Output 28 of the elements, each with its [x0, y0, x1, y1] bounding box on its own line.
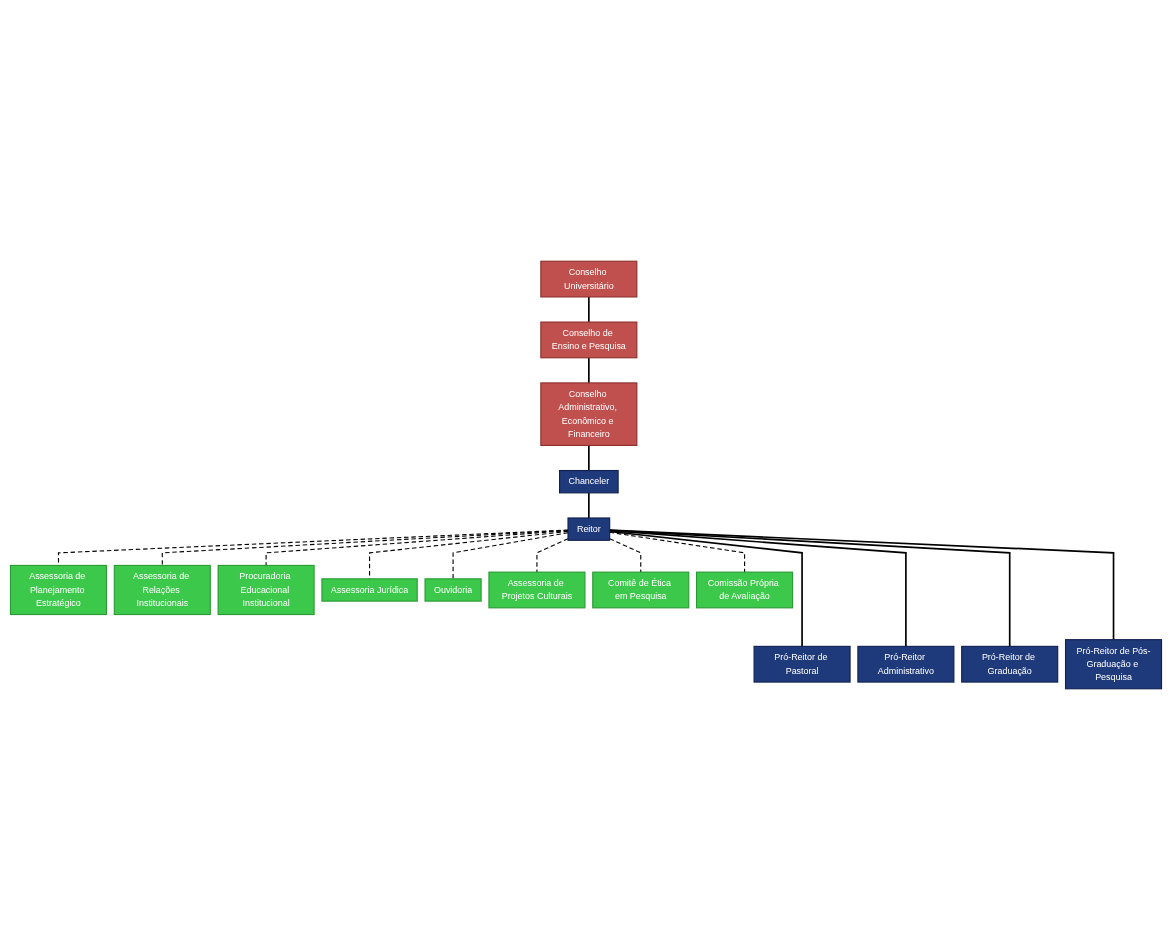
node-box: Assessoria de Projetos Culturais — [488, 571, 586, 608]
connector — [608, 529, 1011, 647]
node-box: Procuradoria Educacional Institucional — [217, 564, 315, 615]
node-box: Pró-Reitor de Pastoral — [753, 645, 851, 683]
node-box: Pró-Reitor de Pós-Graduação e Pesquisa — [1064, 638, 1163, 689]
node-box: Comissão Própria de Avaliação — [696, 571, 794, 608]
connector — [588, 295, 590, 323]
connector — [588, 491, 590, 519]
connector — [161, 529, 569, 566]
connector — [588, 356, 590, 384]
node-box: Pró-Reitor Administrativo — [857, 645, 955, 683]
connector — [369, 530, 569, 579]
node-box: Conselho Administrativo, Econômico e Financeiro — [540, 381, 638, 446]
node-box: Reitor — [567, 516, 611, 541]
node-box: Assessoria de Relações Institucionais — [113, 564, 211, 615]
connector — [608, 530, 803, 647]
node-box: Comitê de Ética em Pesquisa — [592, 571, 690, 608]
node-box: Conselho Universitário — [540, 260, 638, 297]
node-box: Pró-Reitor de Graduação — [961, 645, 1059, 683]
connector — [608, 529, 907, 647]
node-box: Conselho de Ensino e Pesquisa — [540, 321, 638, 358]
connector — [608, 528, 1115, 640]
connector — [57, 529, 569, 566]
node-box: Assessoria de Planejamento Estratégico — [9, 564, 108, 615]
connector — [588, 444, 590, 471]
node-box: Assessoria Jurídica — [321, 577, 418, 602]
node-box: Ouvidoria — [424, 577, 482, 602]
node-box: Chanceler — [559, 469, 619, 493]
